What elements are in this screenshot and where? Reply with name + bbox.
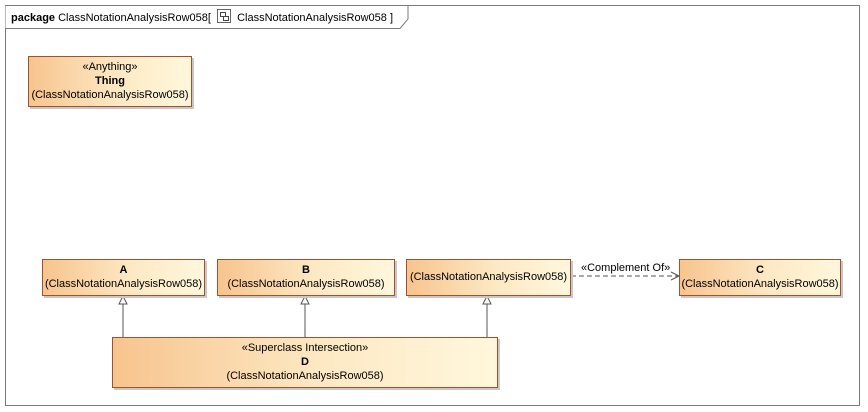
package-keyword: package [11, 12, 56, 24]
bracket-open: [ [207, 12, 211, 24]
b-name: B [302, 264, 310, 276]
diagram-frame [5, 5, 860, 406]
class-thing[interactable]: «Anything» Thing (ClassNotationAnalysisR… [28, 56, 192, 107]
generalization-arrowhead-b [300, 294, 310, 305]
a-namespace: (ClassNotationAnalysisRow058) [44, 278, 203, 290]
thing-namespace: (ClassNotationAnalysisRow058) [31, 89, 189, 101]
class-a[interactable]: A (ClassNotationAnalysisRow058) [42, 259, 205, 296]
b-namespace: (ClassNotationAnalysisRow058) [227, 278, 385, 290]
d-namespace: (ClassNotationAnalysisRow058) [226, 370, 384, 382]
complement-of-label: «Complement Of» [581, 262, 671, 274]
thing-stereotype: «Anything» [82, 61, 138, 73]
package-name: ClassNotationAnalysisRow058 [58, 12, 208, 24]
d-stereotype: «Superclass Intersection» [241, 342, 369, 354]
header-tab-outline [5, 5, 409, 29]
thing-name: Thing [95, 75, 125, 87]
diagram-name: ClassNotationAnalysisRow058 [237, 12, 387, 24]
a-name: A [119, 264, 128, 276]
class-d[interactable]: «Superclass Intersection» D (ClassNotati… [112, 337, 498, 388]
c-name: C [756, 264, 764, 276]
d-name: D [301, 356, 309, 368]
anon-namespace: (ClassNotationAnalysisRow058) [409, 271, 568, 283]
bracket-close: ] [389, 12, 393, 24]
class-diagram-icon [217, 9, 232, 23]
class-c[interactable]: C (ClassNotationAnalysisRow058) [679, 259, 841, 296]
generalization-arrowhead-anon [482, 294, 492, 305]
generalization-arrowhead-a [118, 294, 128, 305]
c-namespace: (ClassNotationAnalysisRow058) [681, 278, 839, 290]
class-anonymous-complement[interactable]: (ClassNotationAnalysisRow058) [406, 259, 571, 296]
class-b[interactable]: B (ClassNotationAnalysisRow058) [217, 259, 395, 296]
